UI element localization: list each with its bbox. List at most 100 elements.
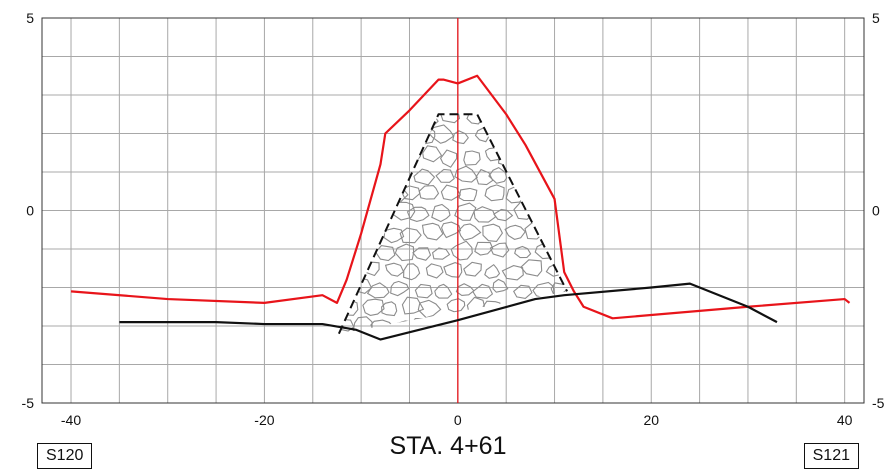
rubble-stone — [418, 185, 440, 200]
rubble-stone — [340, 71, 361, 89]
rubble-stone — [535, 15, 552, 30]
rubble-stone — [557, 315, 568, 331]
rubble-stone — [354, 243, 376, 259]
profile-dashed-outline — [337, 113, 569, 335]
rubble-stone — [563, 76, 587, 92]
rubble-stone — [394, 243, 415, 262]
rubble-stone — [371, 88, 391, 104]
rubble-stone — [435, 168, 455, 183]
rubble-stone — [454, 202, 477, 221]
rubble-stone — [403, 377, 420, 390]
rubble-stone — [505, 34, 526, 50]
rubble-stone — [520, 259, 543, 277]
rubble-stone — [458, 223, 482, 241]
rubble-stone — [338, 319, 355, 332]
rubble-stone — [312, 243, 331, 261]
rubble-stone — [486, 72, 499, 84]
station-label: STA. 4+61 — [389, 432, 507, 460]
rubble-stone — [338, 261, 339, 277]
rubble-stone — [422, 145, 443, 163]
rubble-stone — [543, 70, 564, 85]
y-tick-label-left: -5 — [22, 395, 35, 411]
rubble-stone — [441, 221, 462, 239]
rubble-stone — [431, 203, 451, 223]
rubble-stone — [313, 398, 330, 410]
rubble-stone — [474, 241, 494, 256]
rubble-stone — [523, 75, 539, 87]
rubble-stone — [375, 51, 395, 67]
rubble-stone — [466, 296, 485, 314]
rubble-stone — [516, 50, 535, 66]
rubble-stone — [434, 283, 453, 299]
rubble-stone — [526, 114, 543, 124]
rubble-stone — [463, 261, 482, 277]
rubble-stone — [399, 227, 422, 244]
rubble-stone — [569, 339, 584, 350]
rubble-stone — [557, 355, 574, 368]
rubble-stone — [502, 379, 517, 392]
y-tick-label-right: 0 — [872, 203, 880, 219]
rubble-stone — [333, 15, 353, 29]
x-tick-label: 40 — [837, 412, 853, 428]
rubble-stone — [577, 88, 595, 104]
plot-frame — [41, 17, 865, 404]
rubble-stone — [325, 375, 342, 388]
rubble-stone — [338, 376, 360, 393]
rubble-stone — [562, 145, 568, 163]
rubble-stone — [412, 247, 432, 261]
rubble-stone — [372, 357, 388, 369]
rubble-stone — [418, 376, 439, 391]
rubble-stone — [404, 147, 422, 161]
rubble-stone — [366, 282, 390, 299]
rubble-stone — [479, 356, 493, 369]
rubble-stone — [383, 381, 399, 392]
rubble-stone — [451, 13, 472, 29]
rubble-stone — [484, 263, 501, 279]
rubble-stone — [318, 172, 333, 184]
rubble-stone — [484, 378, 504, 392]
rubble-stone — [535, 359, 552, 372]
rubble-stone — [412, 396, 435, 413]
rubble-stone — [326, 33, 342, 45]
rubble-stone — [392, 94, 410, 108]
rubble-stone — [421, 222, 444, 241]
rubble-stone — [450, 240, 473, 261]
rubble-stone — [390, 280, 410, 297]
rubble-stone — [439, 149, 458, 168]
rubble-stone — [562, 114, 568, 126]
rubble-stone — [434, 52, 454, 69]
rubble-stone — [443, 376, 462, 392]
rubble-stone — [403, 263, 421, 281]
rubble-stone — [343, 338, 360, 351]
rubble-stone — [451, 320, 471, 334]
rubble-stone — [381, 301, 398, 317]
rubble-stone — [413, 168, 436, 186]
rubble-stone — [432, 17, 446, 30]
rubble-stone — [574, 360, 591, 371]
rubble-stone — [338, 187, 342, 202]
rubble-stone — [547, 128, 568, 147]
rubble-stone — [540, 379, 560, 392]
rubble-stone — [338, 149, 342, 168]
rubble-stone — [468, 35, 486, 48]
rubble-stone — [575, 52, 595, 66]
rubble-stone — [424, 343, 440, 356]
rubble-stone — [418, 114, 439, 129]
rubble-stone — [414, 283, 433, 299]
y-tick-label-right: -5 — [872, 395, 885, 411]
rubble-stone — [475, 168, 494, 186]
rubble-stone — [375, 245, 396, 262]
rubble-stone — [562, 220, 568, 240]
rubble-stone — [524, 222, 545, 240]
rubble-stone — [464, 380, 480, 393]
rubble-stone — [501, 265, 524, 281]
rubble-stone — [341, 37, 358, 49]
rubble-stone — [505, 339, 524, 355]
rubble-stone — [555, 18, 569, 30]
rubble-stone — [385, 149, 403, 164]
rubble-stone — [353, 395, 372, 409]
x-tick-label: -40 — [61, 412, 81, 428]
rubble-stone — [411, 13, 433, 27]
rubble-stone — [498, 149, 523, 168]
